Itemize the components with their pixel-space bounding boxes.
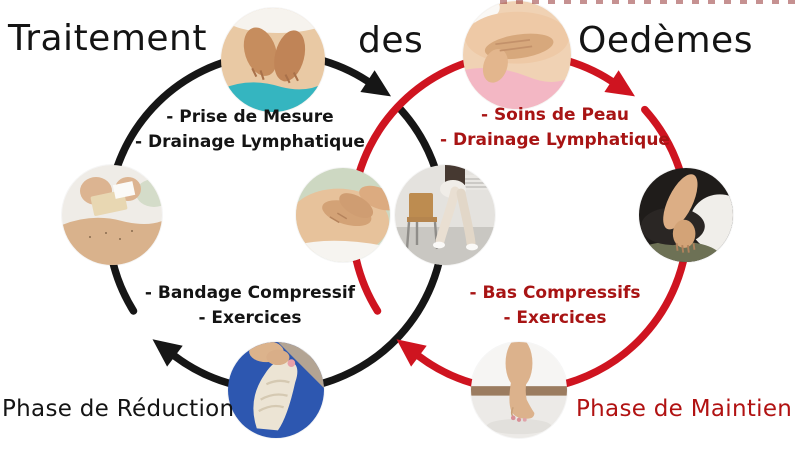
cropped-text-remnant-strip (500, 0, 795, 4)
item-exercices-left: - Exercices (198, 308, 302, 328)
maintenance-cycle-top-arrowhead (604, 70, 635, 97)
item-exercices-right: - Exercices (503, 308, 607, 328)
item-soins-de-peau: - Soins de Peau (480, 105, 630, 125)
photo-arm-resting (639, 168, 733, 262)
phase-maintien-label: Phase de Maintien (576, 396, 793, 422)
item-drainage-lymphatique-left: - Drainage Lymphatique (135, 132, 365, 152)
photo-foot-bandaging (228, 342, 324, 438)
item-bandage-compressif: - Bandage Compressif (144, 283, 356, 303)
item-bas-compressifs: - Bas Compressifs (469, 283, 641, 303)
title-word-traitement: Traitement (8, 18, 207, 59)
photo-leg-massage (463, 1, 571, 109)
photo-abdomen-massage (296, 168, 390, 262)
maintenance-bottom-items: - Bas Compressifs - Exercices (415, 281, 695, 331)
photo-measurement-massage (221, 8, 325, 112)
photo-stocking-donning (395, 165, 495, 265)
reduction-bottom-items: - Bandage Compressif - Exercices (110, 281, 390, 331)
item-prise-de-mesure: - Prise de Mesure (166, 107, 334, 127)
photo-arm-taping (62, 165, 162, 265)
photo-compression-stocking (471, 342, 567, 438)
item-drainage-lymphatique-right: - Drainage Lymphatique (440, 130, 670, 150)
title-word-oedemes: Oedèmes (578, 20, 753, 61)
reduction-cycle-top-arrowhead (360, 70, 391, 97)
reduction-cycle-bottom-arrowhead (152, 339, 183, 367)
maintenance-cycle-bottom-arrowhead (396, 339, 427, 367)
reduction-top-items: - Prise de Mesure - Drainage Lymphatique (110, 105, 390, 155)
maintenance-top-items: - Soins de Peau - Drainage Lymphatique (415, 103, 695, 153)
title-word-des: des (358, 20, 424, 61)
phase-reduction-label: Phase de Réduction (2, 396, 235, 422)
